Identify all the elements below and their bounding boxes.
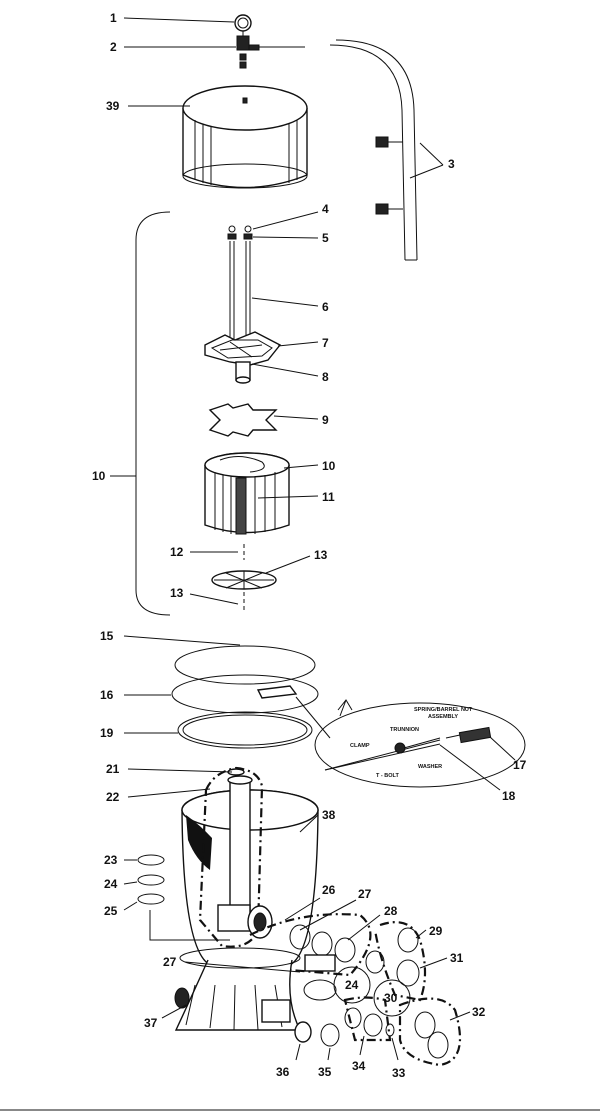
- callout-16: 15: [100, 629, 114, 643]
- tie-rod-nuts: [227, 225, 253, 240]
- callout-28: 28: [384, 904, 398, 918]
- leader-32: [449, 1011, 471, 1021]
- callout-32: 32: [472, 1005, 486, 1019]
- callout-26: 26: [322, 883, 336, 897]
- detail-label-assembly: ASSEMBLY: [428, 714, 458, 720]
- left-o-rings: [137, 854, 165, 905]
- leader-13b: [265, 555, 311, 574]
- leader-28: [347, 914, 381, 941]
- filter-tank: [149, 766, 319, 1031]
- leader-6: [251, 297, 319, 307]
- callout-29: 29: [429, 924, 443, 938]
- callout-11: 11: [322, 490, 335, 504]
- leader-31: [419, 957, 448, 969]
- leader-34: [359, 1035, 365, 1056]
- callout-22: 22: [106, 790, 120, 804]
- leader-5: [252, 236, 319, 239]
- callout-36: 36: [276, 1065, 290, 1079]
- callout-24b: 24: [345, 978, 359, 992]
- pressure-gauge: [234, 14, 252, 36]
- filter-lid: [182, 85, 308, 189]
- leader-7: [277, 341, 319, 347]
- callout-21: 21: [106, 762, 120, 776]
- callout-17: 17: [513, 758, 527, 772]
- callout-24a: 24: [104, 877, 118, 891]
- air-relief-tube: [329, 39, 418, 261]
- callout-3: 3: [448, 157, 455, 171]
- clamp-detail: SPRING/BARREL NUT ASSEMBLY TRUNNION CLAM…: [295, 696, 526, 788]
- callout-9: 9: [322, 413, 329, 427]
- detail-label-clamp: CLAMP: [350, 743, 370, 749]
- leader-3a: [409, 164, 444, 179]
- callout-19: 16: [100, 688, 114, 702]
- leader-36: [295, 1043, 301, 1061]
- detail-label-spring: SPRING/BARREL NUT: [414, 707, 473, 713]
- callout-30: 30: [384, 991, 398, 1005]
- leader-37: [161, 1004, 187, 1019]
- leader-22: [127, 788, 211, 798]
- leader-1: [123, 17, 235, 23]
- bottom-spreader: [211, 544, 277, 612]
- detail-label-tbolt: T - BOLT: [376, 773, 399, 779]
- leader-21: [127, 768, 233, 773]
- air-relief-valve: [236, 35, 305, 69]
- assembly-bracket: [135, 211, 171, 616]
- callout-23: 23: [104, 853, 118, 867]
- filter-grid-assembly: [204, 452, 290, 535]
- callout-5: 5: [322, 231, 329, 245]
- leader-16: [123, 635, 241, 646]
- top-manifold: [204, 331, 282, 384]
- callout-27a: 27: [358, 887, 372, 901]
- callout-12: 10: [92, 469, 106, 483]
- leader-35: [327, 1047, 331, 1061]
- leader-17: [489, 736, 516, 761]
- callout-38: 38: [322, 808, 336, 822]
- callout-39: 39: [106, 99, 120, 113]
- callout-8: 8: [322, 370, 329, 384]
- callout-20: 19: [100, 726, 114, 740]
- callout-4: 4: [322, 202, 329, 216]
- callout-35: 35: [318, 1065, 332, 1079]
- callout-10: 10: [322, 459, 336, 473]
- callout-7: 7: [322, 336, 329, 350]
- leader-38: [299, 814, 319, 833]
- detail-label-trunnion: TRUNNION: [390, 727, 419, 733]
- leader-3b: [419, 142, 444, 166]
- leader-8: [251, 363, 319, 377]
- callout-18: 18: [502, 789, 516, 803]
- detail-label-washer: WASHER: [418, 764, 442, 770]
- leader-10: [283, 464, 319, 469]
- callout-33: 33: [392, 1066, 406, 1080]
- callout-27b: 27: [163, 955, 177, 969]
- tie-rods: [229, 241, 251, 342]
- leader-15: [189, 593, 239, 605]
- leader-33: [391, 1037, 399, 1061]
- callout-6: 6: [322, 300, 329, 314]
- leader-9: [273, 415, 319, 420]
- leader-27b: [184, 961, 301, 973]
- callout-2: 2: [110, 40, 117, 54]
- callout-34: 34: [352, 1059, 366, 1073]
- leader-25: [123, 901, 138, 911]
- leader-18: [439, 744, 501, 791]
- leader-29: [415, 929, 427, 939]
- callout-13b: 13: [314, 548, 328, 562]
- callout-1: 1: [110, 11, 117, 25]
- leader-24a: [123, 881, 138, 885]
- leader-4: [252, 211, 319, 230]
- elbow-and-fittings: [217, 904, 462, 1067]
- leader-11: [257, 495, 319, 499]
- spreader-plate: [208, 403, 278, 437]
- callout-15: 13: [170, 586, 184, 600]
- callout-37: 37: [144, 1016, 158, 1030]
- callout-31: 31: [450, 951, 464, 965]
- tank-rings: [171, 645, 319, 749]
- leader-27a: [299, 899, 357, 931]
- callout-13a: 12: [170, 545, 184, 559]
- callout-25: 25: [104, 904, 118, 918]
- leader-26: [284, 897, 321, 921]
